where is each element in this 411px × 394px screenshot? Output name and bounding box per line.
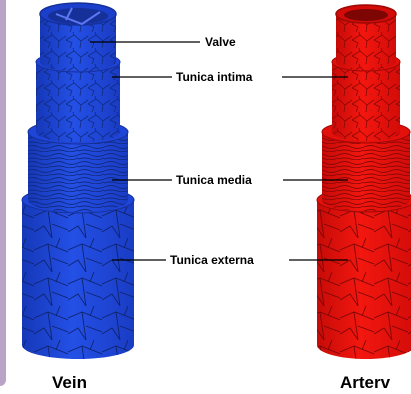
artery-caption: Arterv [340,373,390,393]
valve-label: Valve [205,35,236,49]
tunica-media-label: Tunica media [176,173,252,187]
vein-caption: Vein [52,373,87,393]
vein-illustration [22,3,134,359]
tunica-externa-label: Tunica externa [170,253,254,267]
artery-illustration [317,5,411,359]
tunica-intima-label: Tunica intima [176,70,252,84]
